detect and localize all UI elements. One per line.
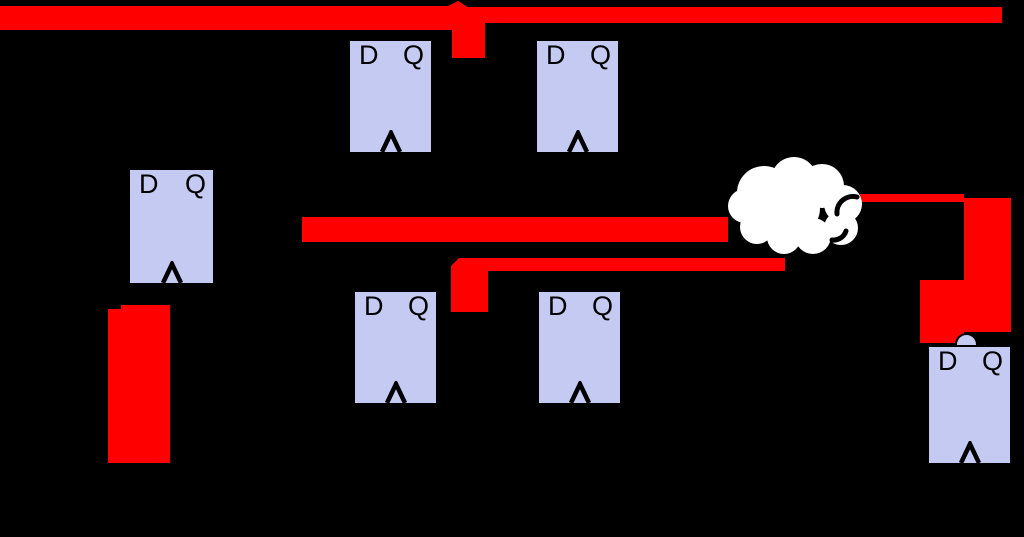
cloud-notch-arc [834, 194, 860, 217]
d-input-label: D [546, 40, 566, 70]
flip-flop-top-left: D Q [348, 39, 433, 154]
clock-triangle-icon [958, 441, 981, 463]
flip-flop-bottom-left: D Q [353, 290, 438, 405]
clock-triangle-icon [566, 130, 589, 152]
left-vertical-bar-highlight [108, 305, 170, 463]
flip-flop-far-right: D Q [927, 333, 1012, 465]
top-right-clock-wire-highlight [465, 7, 1002, 23]
flip-flop-middle-left: D Q [128, 168, 215, 285]
d-input-label: D [364, 291, 384, 321]
d-input-label: D [139, 169, 159, 199]
combinational-logic-cloud-icon [728, 157, 862, 254]
d-input-label: D [938, 346, 958, 376]
q-output-label: Q [591, 291, 613, 321]
lower-l-wire-highlight [451, 258, 785, 312]
d-input-label: D [359, 40, 379, 70]
clock-triangle-icon [379, 130, 402, 152]
cloud-notch-arc-2 [829, 228, 849, 243]
q-output-label: Q [402, 40, 424, 70]
cloud-output-wire-highlight [860, 194, 964, 202]
middle-wire-highlight [302, 217, 728, 242]
clock-triangle-icon [568, 381, 591, 403]
flip-flop-bottom-middle: D Q [537, 290, 622, 405]
right-vertical-trunk-highlight [964, 198, 1011, 332]
clock-triangle-icon [384, 381, 407, 403]
right-step-down-highlight [920, 280, 964, 343]
clock-triangle-icon [160, 261, 183, 283]
d-input-label: D [548, 291, 568, 321]
q-output-label: Q [407, 291, 429, 321]
inverted-clock-bubble-icon [955, 333, 978, 345]
branch-arrow-tip [444, 1, 469, 8]
top-clock-trunk-highlight [0, 6, 453, 30]
q-output-label: Q [589, 40, 611, 70]
flip-flop-top-right: D Q [535, 39, 620, 154]
q-output-label: Q [184, 169, 206, 199]
q-output-label: Q [981, 346, 1003, 376]
